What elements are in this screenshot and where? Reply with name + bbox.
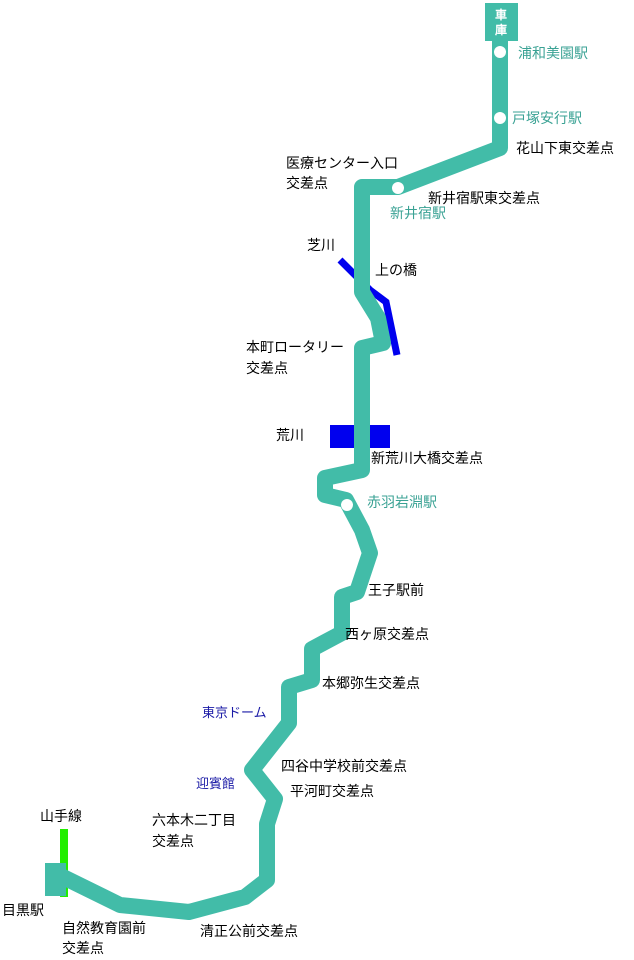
river-arakawa-label: 荒川 [276, 428, 304, 444]
station-totsuka-angyo: 戸塚安行駅 [512, 111, 582, 127]
stop-kaminohashi: 上の橋 [375, 263, 417, 279]
stop-roppongi-line1: 六本木二丁目 [152, 813, 236, 829]
river-shibakawa-label: 芝川 [307, 238, 335, 254]
stop-oji: 王子駅前 [368, 582, 424, 599]
stop-shizen-line1: 自然教育園前 [62, 920, 146, 937]
stop-seisho: 清正公前交差点 [200, 923, 298, 940]
station-urawa-misono: 浦和美園駅 [518, 46, 588, 62]
stop-shizen-line2: 交差点 [62, 940, 104, 957]
stop-honcho-line2: 交差点 [246, 360, 288, 377]
stop-roppongi-line2: 交差点 [152, 833, 194, 850]
route-line [51, 40, 508, 920]
landmark-geihinkan: 迎賓館 [196, 776, 235, 792]
station-akabane-iwabuchi: 赤羽岩淵駅 [367, 495, 437, 511]
stop-hongo: 本郷弥生交差点 [322, 675, 420, 692]
stop-honcho-line1: 本町ロータリー [246, 340, 344, 356]
landmark-tokyo-dome: 東京ドーム [202, 705, 267, 721]
stop-nishigahara: 西ヶ原交差点 [345, 626, 429, 643]
line-yamanote-label: 山手線 [40, 809, 82, 825]
urawa-misono-station-marker [494, 46, 506, 58]
depot-label-1: 車 [495, 7, 507, 22]
stop-hanayamashita: 花山下東交差点 [516, 140, 614, 157]
stop-iryo-center-line1: 医療センター入口 [286, 155, 398, 172]
depot-box [485, 3, 518, 41]
stop-iryo-center-line2: 交差点 [286, 175, 328, 192]
station-shin-ijuku: 新井宿駅 [390, 205, 446, 222]
stop-shin-arakawa: 新荒川大橋交差点 [371, 450, 483, 467]
akabane-iwabuchi-station-marker [341, 499, 353, 511]
shin-ijuku-station-marker [392, 182, 404, 194]
station-meguro: 目黒駅 [2, 903, 44, 919]
meguro-terminus [45, 863, 66, 896]
totsuka-angyo-station-marker [494, 112, 506, 124]
stop-shin-ijuku-east: 新井宿駅東交差点 [428, 190, 540, 207]
depot-label-2: 庫 [495, 22, 507, 37]
stop-yotsuya: 四谷中学校前交差点 [281, 758, 407, 775]
stop-hirakawa: 平河町交差点 [290, 783, 374, 800]
